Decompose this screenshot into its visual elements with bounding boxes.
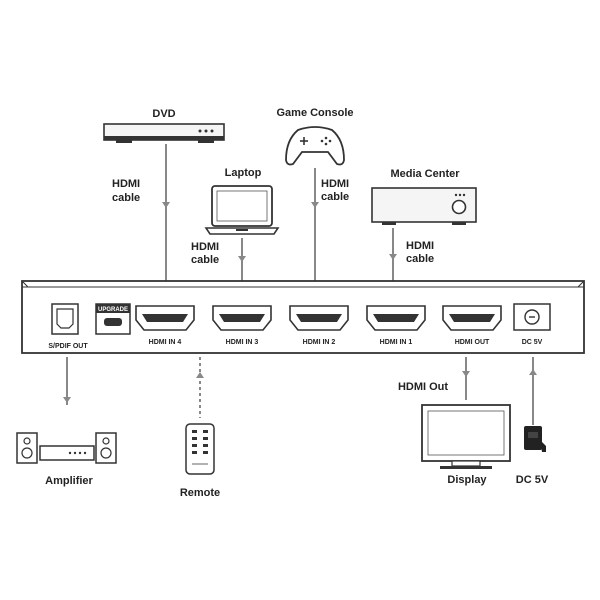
dvd-cable-label-1: HDMI bbox=[112, 178, 140, 190]
hdmi-in-1-label: HDMI IN 1 bbox=[380, 339, 413, 346]
game-controller-icon bbox=[285, 126, 345, 166]
media-center-label: Media Center bbox=[390, 168, 460, 180]
remote-label: Remote bbox=[180, 487, 220, 499]
amplifier-label: Amplifier bbox=[45, 475, 93, 487]
dc-port-label: DC 5V bbox=[522, 339, 543, 346]
display-icon bbox=[421, 404, 511, 469]
hdmi-out-cable-label: HDMI Out bbox=[398, 381, 448, 393]
spdif-port-label: S/PDIF OUT bbox=[48, 343, 88, 350]
amplifier-icon bbox=[16, 432, 117, 464]
media-cable-label-1: HDMI bbox=[406, 240, 434, 252]
dvd-cable-label-2: cable bbox=[112, 192, 140, 204]
hdmi-in-4-port bbox=[135, 305, 195, 331]
spdif-port bbox=[51, 303, 79, 335]
media-arrow bbox=[389, 254, 397, 260]
media-cable-label-2: cable bbox=[406, 253, 434, 265]
laptop-arrow bbox=[238, 256, 246, 262]
dvd-arrow bbox=[162, 202, 170, 208]
hdmi-out-label: HDMI OUT bbox=[455, 339, 490, 346]
hdmi-in-4-label: HDMI IN 4 bbox=[149, 339, 182, 346]
dvd-player-icon bbox=[103, 123, 225, 143]
game-cable-label-2: cable bbox=[321, 191, 349, 203]
hdmi-in-3-port bbox=[212, 305, 272, 331]
display-label: Display bbox=[447, 474, 487, 486]
laptop-cable-label-2: cable bbox=[191, 254, 219, 266]
media-center-icon bbox=[371, 187, 477, 225]
amplifier-arrow bbox=[63, 397, 71, 403]
remote-icon bbox=[185, 423, 215, 475]
hdmi-in-2-port bbox=[289, 305, 349, 331]
power-adapter-icon bbox=[524, 426, 546, 452]
dc-power-label: DC 5V bbox=[516, 474, 549, 486]
hdmi-in-1-port bbox=[366, 305, 426, 331]
laptop-cable-label-1: HDMI bbox=[191, 241, 219, 253]
hdmi-in-2-label: HDMI IN 2 bbox=[303, 339, 336, 346]
game-console-label: Game Console bbox=[276, 107, 353, 119]
power-arrow bbox=[529, 369, 537, 375]
laptop-label: Laptop bbox=[225, 167, 262, 179]
remote-arrow bbox=[196, 372, 204, 378]
upgrade-port bbox=[95, 303, 131, 335]
laptop-icon bbox=[204, 185, 280, 235]
dc-port bbox=[513, 303, 551, 331]
upgrade-port-label: UPGRADE bbox=[98, 307, 128, 313]
game-cable-label-1: HDMI bbox=[321, 178, 349, 190]
game-arrow bbox=[311, 202, 319, 208]
hdmi-out-port bbox=[442, 305, 502, 331]
dvd-label: DVD bbox=[152, 108, 175, 120]
display-arrow bbox=[462, 371, 470, 377]
hdmi-in-3-label: HDMI IN 3 bbox=[226, 339, 259, 346]
